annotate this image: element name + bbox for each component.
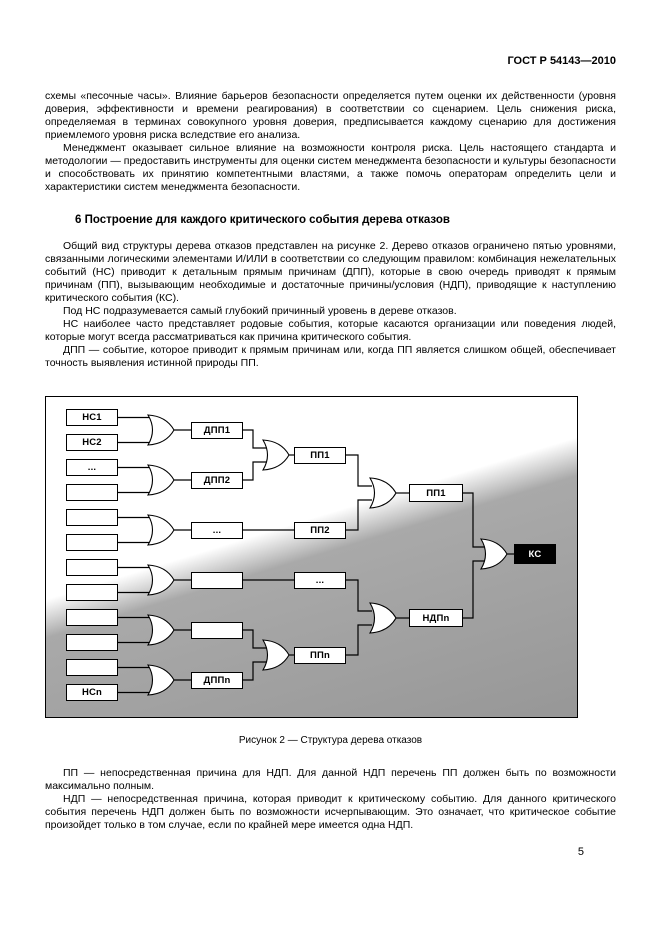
or-gates [146,414,508,696]
or-gate-icon [146,414,175,446]
or-gate-icon [479,538,508,570]
node-ndp1: ПП1 [409,484,463,502]
node-nsn: НСn [66,684,118,701]
or-gate-icon [146,564,175,596]
paragraph-p3: Общий вид структуры дерева отказов предс… [45,240,616,304]
node-empty [66,659,118,676]
node-empty [191,621,243,639]
doc-number: ГОСТ Р 54143—2010 [507,55,616,67]
node-empty [66,634,118,651]
or-gate-icon [146,514,175,546]
node-dpp1: ДПП1 [191,421,243,439]
or-gate-icon [261,639,290,671]
node-empty [66,609,118,626]
page-number: 5 [577,846,584,858]
node-ndpn: НДПn [409,609,463,627]
node-dpp-ellipsis: ... [191,521,243,539]
paragraph-p1: схемы «песочные часы». Влияние барьеров … [45,90,616,141]
node-empty [191,571,243,589]
node-ns2: НС2 [66,434,118,451]
or-gate-icon [368,477,397,509]
node-empty [66,559,118,576]
or-gate-icon [146,464,175,496]
node-ppn: ППn [294,646,346,664]
node-ns-ellipsis: ... [66,459,118,476]
node-pp2: ПП2 [294,521,346,539]
node-pp-ellipsis: ... [294,571,346,589]
paragraph-p5: НС наиболее часто представляет родовые с… [45,318,616,343]
or-gate-icon [368,602,397,634]
node-ks: КС [514,544,556,564]
connector-lines [118,416,514,694]
paragraph-p8: НДП — непосредственная причина, которая … [45,793,616,831]
paragraph-p2: Менеджмент оказывает сильное влияние на … [45,142,616,193]
paragraph-p6: ДПП — событие, которое приводит к прямым… [45,344,616,369]
node-dpp2: ДПП2 [191,471,243,489]
node-pp1: ПП1 [294,446,346,464]
paragraph-p4: Под НС подразумевается самый глубокий пр… [63,305,457,317]
or-gate-icon [146,614,175,646]
page-content: ГОСТ Р 54143—2010 схемы «песочные часы».… [45,55,616,858]
node-empty [66,584,118,601]
node-empty [66,534,118,551]
node-empty [66,509,118,526]
or-gate-icon [261,439,290,471]
fault-tree-diagram: НС1 НС2 ... НСn ДПП1 ДПП2 ... ДППn ПП1 П… [45,396,578,718]
node-dppn: ДППn [191,671,243,689]
or-gate-icon [146,664,175,696]
node-ns1: НС1 [66,409,118,426]
section-heading: 6 Построение для каждого критического со… [75,214,450,226]
node-empty [66,484,118,501]
paragraph-p7: ПП — непосредственная причина для НДП. Д… [45,767,616,792]
fault-tree-connectors [118,414,514,696]
figure-caption: Рисунок 2 — Структура дерева отказов [238,735,423,746]
